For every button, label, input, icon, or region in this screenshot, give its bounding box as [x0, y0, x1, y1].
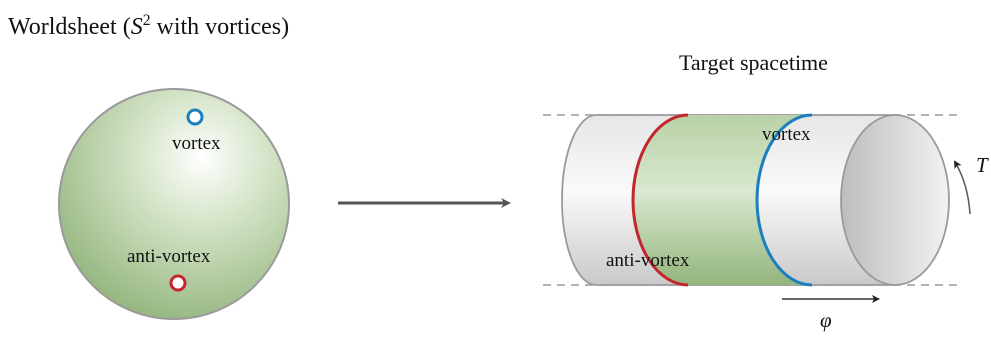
cylinder-vortex-label: vortex — [762, 124, 811, 145]
worldsheet-sphere — [58, 88, 290, 320]
target-spacetime-title: Target spacetime — [679, 50, 828, 75]
cylinder-end-cap — [840, 114, 950, 286]
cylinder-antivortex-label: anti-vortex — [606, 250, 690, 271]
worldsheet-title-suffix: with vortices) — [150, 14, 290, 40]
sphere-vortex-label: vortex — [172, 133, 221, 154]
worldsheet-title-symbol: S — [130, 14, 143, 40]
time-label: T — [976, 153, 988, 177]
sphere-antivortex-label: anti-vortex — [127, 246, 211, 267]
cylinder-green-band — [633, 115, 812, 285]
worldsheet-title-superscript: 2 — [142, 12, 151, 29]
antivortex-loop — [631, 113, 689, 287]
vortex-marker — [186, 108, 204, 126]
worldsheet-title: Worldsheet (S2 with vortices) — [8, 12, 290, 41]
time-arrow — [953, 160, 971, 215]
antivortex-marker — [169, 274, 187, 292]
vortex-loop — [755, 113, 813, 287]
worldsheet-title-prefix: Worldsheet ( — [8, 14, 131, 40]
angle-label: φ — [820, 308, 832, 332]
